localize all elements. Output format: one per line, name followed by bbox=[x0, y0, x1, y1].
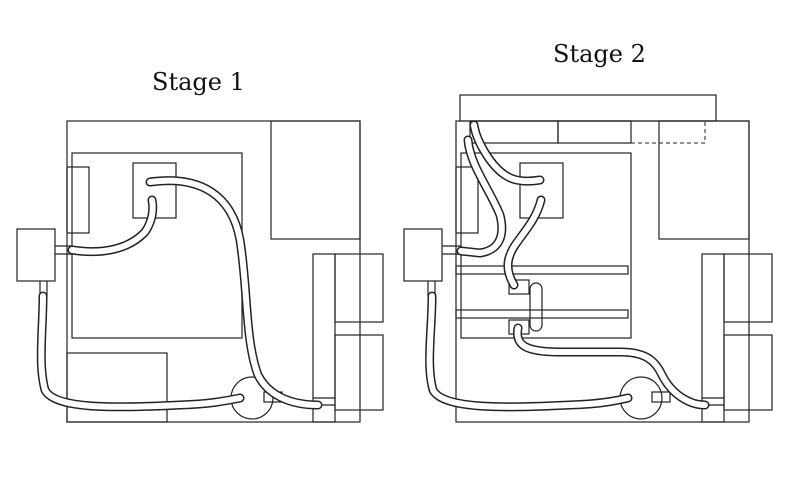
stage-1-fan-top bbox=[334, 253, 384, 323]
stage-2-top-radiator bbox=[459, 94, 717, 122]
stage-2-gpu-bridge bbox=[529, 282, 543, 332]
stage-2-tubing bbox=[425, 120, 710, 412]
stage-2-cpu-block bbox=[519, 162, 564, 219]
stage-1-psu bbox=[66, 352, 168, 423]
stage-2-gpu-block-top bbox=[508, 279, 530, 295]
stage-2-radiator bbox=[403, 228, 443, 282]
stage-1-radiator bbox=[16, 228, 56, 282]
stage-1-io-slot bbox=[66, 166, 90, 234]
stage-1-case bbox=[66, 120, 361, 423]
stage-2-io-slot bbox=[455, 166, 479, 234]
stage-2-top-fan-dashed bbox=[631, 121, 706, 144]
stage-2-diagram bbox=[403, 94, 773, 423]
stage-2-label: Stage 2 bbox=[553, 40, 646, 68]
stage-1-diagram bbox=[16, 120, 384, 423]
stage-1-fan-bottom bbox=[334, 334, 384, 411]
stage-2-drive-bay bbox=[658, 120, 750, 240]
stage-2-top-fan-mid bbox=[557, 120, 632, 144]
stage-2-fan-bottom bbox=[723, 334, 773, 411]
stage-1-tubing bbox=[36, 176, 323, 412]
stage-2-back-panel bbox=[701, 253, 725, 423]
stage-1-drive-bay bbox=[270, 120, 361, 240]
stage-1-label: Stage 1 bbox=[152, 68, 245, 96]
stage-2-fan-top bbox=[723, 253, 773, 323]
stage-2-reservoir bbox=[651, 391, 671, 403]
stage-2-gpu-top bbox=[455, 265, 629, 275]
stage-1-back-panel bbox=[312, 253, 336, 423]
